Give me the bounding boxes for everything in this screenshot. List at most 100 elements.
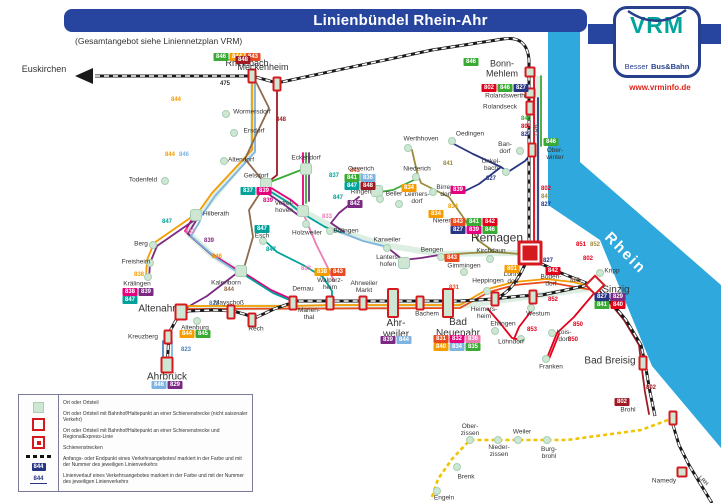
town-label: Holzweiler [292, 229, 322, 237]
legend-item-text: Ort oder Ortsteil [63, 400, 99, 407]
route-badge: 829 [610, 293, 626, 301]
town-label: Vettel- hoven [274, 199, 294, 214]
town-label: Ahrweiler Markt [350, 279, 378, 294]
line-number-label: 843 [349, 168, 361, 174]
town-label: Altenahr [138, 303, 176, 315]
station-marker [412, 173, 420, 181]
line-number-label: 847 [161, 219, 173, 225]
legend-item-text: Ort oder Ortsteil mit Bahnhof/Haltepunkt… [63, 411, 248, 424]
town-label: Berg [134, 240, 148, 248]
line-number-label: 823 [208, 301, 220, 307]
legend-box: 844 844 Ort oder Ortsteil Ort oder Ortst… [18, 394, 253, 492]
legend-badge-symbol: 844 [31, 462, 46, 471]
station-marker [163, 329, 173, 345]
town-label: Kois- dorf [556, 328, 572, 343]
route-badge: 846 [463, 58, 479, 66]
station-marker [149, 241, 157, 249]
line-number-label: 475 [219, 81, 231, 87]
vrm-smile-icon [627, 9, 687, 22]
station-marker [415, 295, 425, 311]
station-marker [514, 436, 522, 444]
town-label: Westum [526, 310, 550, 318]
station-marker [527, 142, 537, 158]
route-badge: 836 [360, 174, 376, 182]
line-number-label: 852 [547, 297, 559, 303]
route-badge: 801 [504, 265, 520, 273]
line-number-label: 827 [542, 258, 554, 264]
line-number-label: 841 [442, 161, 454, 167]
town-label: Nierendorf [432, 217, 464, 225]
route-badge: 846 [497, 84, 513, 92]
town-label: Rolandseck [483, 103, 517, 111]
station-marker [387, 288, 399, 318]
station-marker [222, 110, 230, 118]
route-badge: 846 [151, 381, 167, 389]
route-badge: 843 [450, 218, 466, 226]
station-marker [395, 200, 403, 208]
town-label: Rolandswerth [485, 92, 525, 100]
line-number-label: 844 [223, 287, 235, 293]
town-label: Burg- brohl [541, 445, 557, 460]
line-number-label: 839 [262, 198, 274, 204]
station-marker [516, 147, 524, 155]
route-badge: 834 [428, 210, 444, 218]
town-label: Weiler [512, 428, 532, 436]
route-badge: 839 [450, 186, 466, 194]
station-marker [297, 205, 309, 217]
station-marker [146, 259, 154, 267]
legend-symbols: 844 844 [19, 395, 59, 491]
route-badge: 845 [195, 330, 211, 338]
railway-name-label: LRH [534, 124, 540, 136]
station-marker [527, 304, 535, 312]
town-label: Sinzig [602, 284, 630, 296]
route-badge: 847 [344, 182, 360, 190]
route-badge: 846 [482, 226, 498, 234]
town-label: Brohl [620, 406, 636, 414]
station-marker [235, 265, 247, 277]
route-badge: 839 [256, 187, 272, 195]
town-label: Bonn- Mehlem [485, 58, 519, 78]
town-label: Lohrs- dorf [503, 270, 523, 285]
line-number-label: 852 [589, 242, 601, 248]
town-label: Birres- dorf [436, 183, 456, 198]
legend-station-re-symbol [32, 436, 45, 450]
station-marker [524, 87, 536, 99]
station-marker [668, 410, 678, 426]
route-badge: 827 [450, 226, 466, 234]
town-label: Ober- zissen [460, 422, 480, 437]
line-number-label: 846 [178, 152, 190, 158]
station-marker [442, 288, 454, 318]
town-label: Kripp [604, 267, 620, 275]
town-label: Ahr- weiler [382, 318, 410, 340]
station-marker [383, 244, 391, 252]
station-marker [502, 168, 510, 176]
route-badge: 847 [254, 225, 270, 233]
route-badge: 829 [167, 381, 183, 389]
town-label: Krälingen [123, 280, 151, 288]
town-label: Franken [539, 363, 563, 371]
town-label: Karweiler [373, 236, 401, 244]
route-badge: 827 [513, 84, 529, 92]
town-label: Oeverich [347, 165, 375, 173]
station-marker [161, 177, 169, 185]
brohltalbahn-line [429, 418, 669, 501]
route-badge: 843 [444, 254, 460, 262]
town-label: Esch [254, 232, 270, 240]
town-label: Namedy [651, 477, 677, 485]
legend-item-text: Ort oder Ortsteil mit Bahnhof/Haltepunkt… [63, 428, 220, 441]
station-marker [486, 255, 494, 263]
railway-name-label: LRH [696, 474, 710, 488]
town-label: Bad Neuenahr [436, 317, 480, 339]
town-label: Walporz- heim [317, 276, 343, 291]
station-marker [483, 287, 491, 295]
line-number-label: 802 [520, 124, 532, 130]
route-badge: 843 [330, 268, 346, 276]
station-marker [525, 100, 535, 116]
route-badge: 847 [122, 296, 138, 304]
route-badge: 839 [466, 226, 482, 234]
station-marker [302, 220, 310, 228]
rhein-river: Rhein [548, 28, 721, 448]
line-number-label: 847 [332, 195, 344, 201]
